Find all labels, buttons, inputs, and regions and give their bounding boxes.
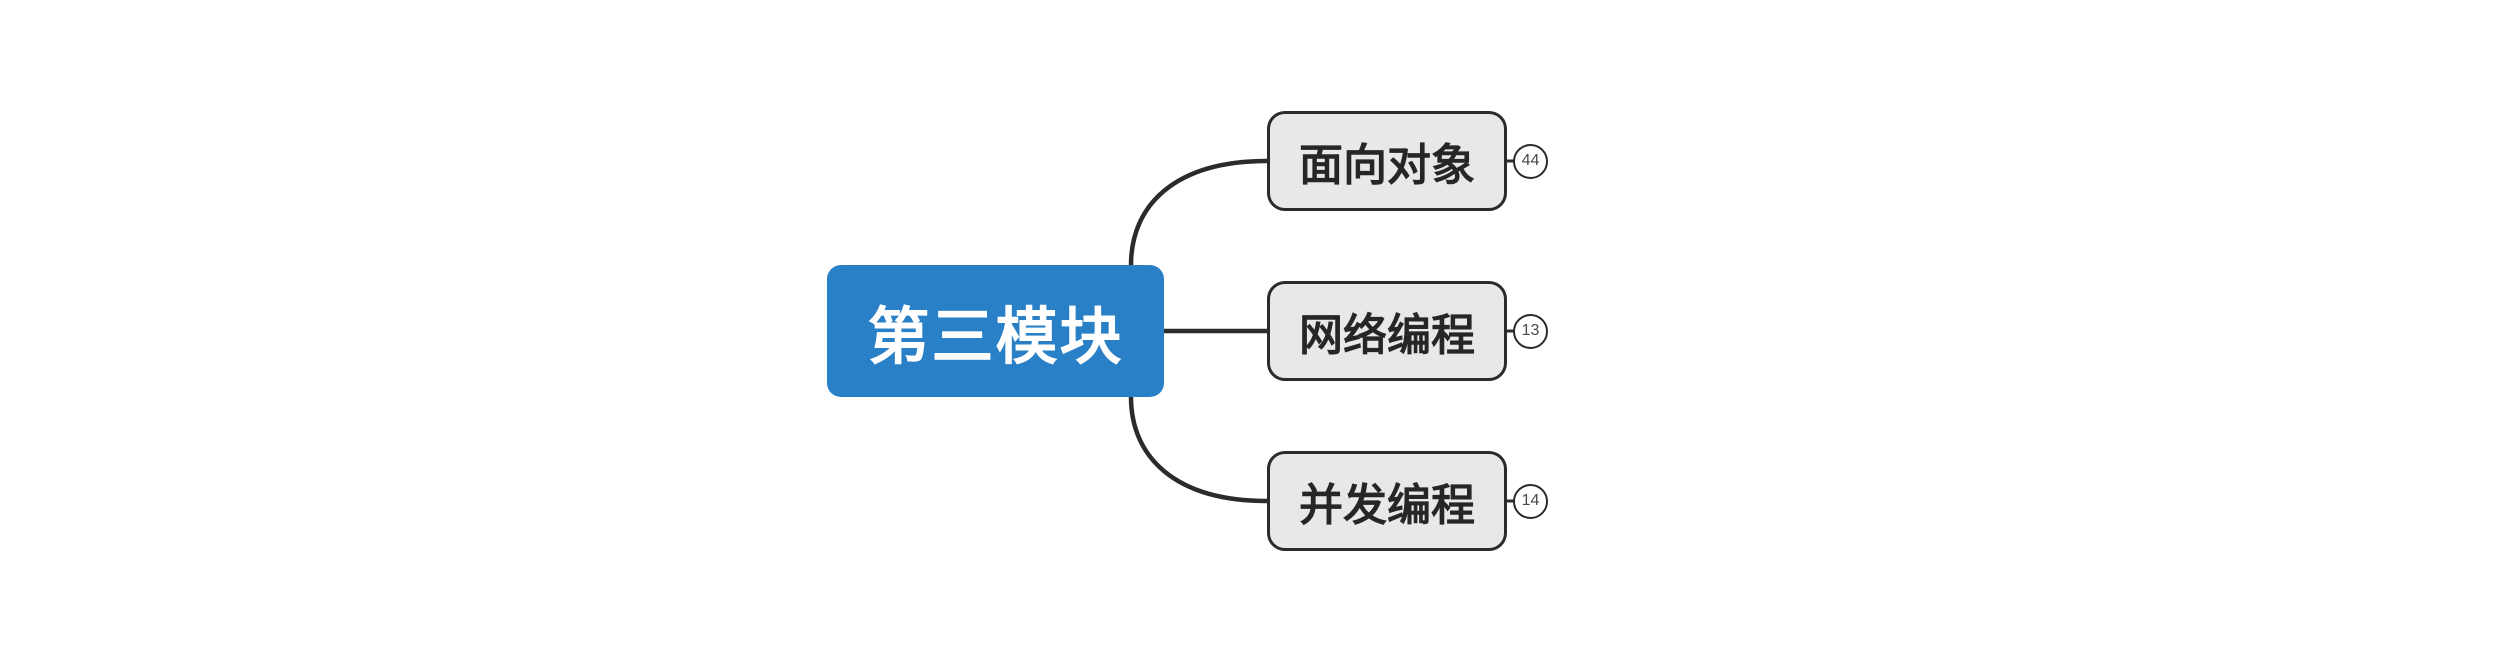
node-label: 面向对象 <box>1299 141 1475 190</box>
connector-root-to-node-0 <box>1128 158 1270 268</box>
node-label: 网络编程 <box>1299 311 1475 360</box>
badge-count-label: 44 <box>1521 152 1540 169</box>
connector-root-to-node-2 <box>1128 394 1270 504</box>
collapsed-count-badge-node-1[interactable]: 13 <box>1513 313 1548 349</box>
badge-count-label: 13 <box>1521 322 1540 339</box>
mindmap-node-network-programming[interactable]: 网络编程 <box>1267 281 1507 381</box>
mindmap-root-node[interactable]: 第三模块 <box>827 265 1164 397</box>
collapsed-count-badge-node-2[interactable]: 14 <box>1513 483 1548 519</box>
collapsed-count-badge-node-0[interactable]: 44 <box>1513 143 1548 179</box>
badge-count-label: 14 <box>1521 492 1540 509</box>
mindmap-node-concurrent-programming[interactable]: 并发编程 <box>1267 451 1507 551</box>
node-label: 并发编程 <box>1299 481 1475 530</box>
root-node-label: 第三模块 <box>867 303 1124 372</box>
mindmap-node-object-oriented[interactable]: 面向对象 <box>1267 111 1507 211</box>
